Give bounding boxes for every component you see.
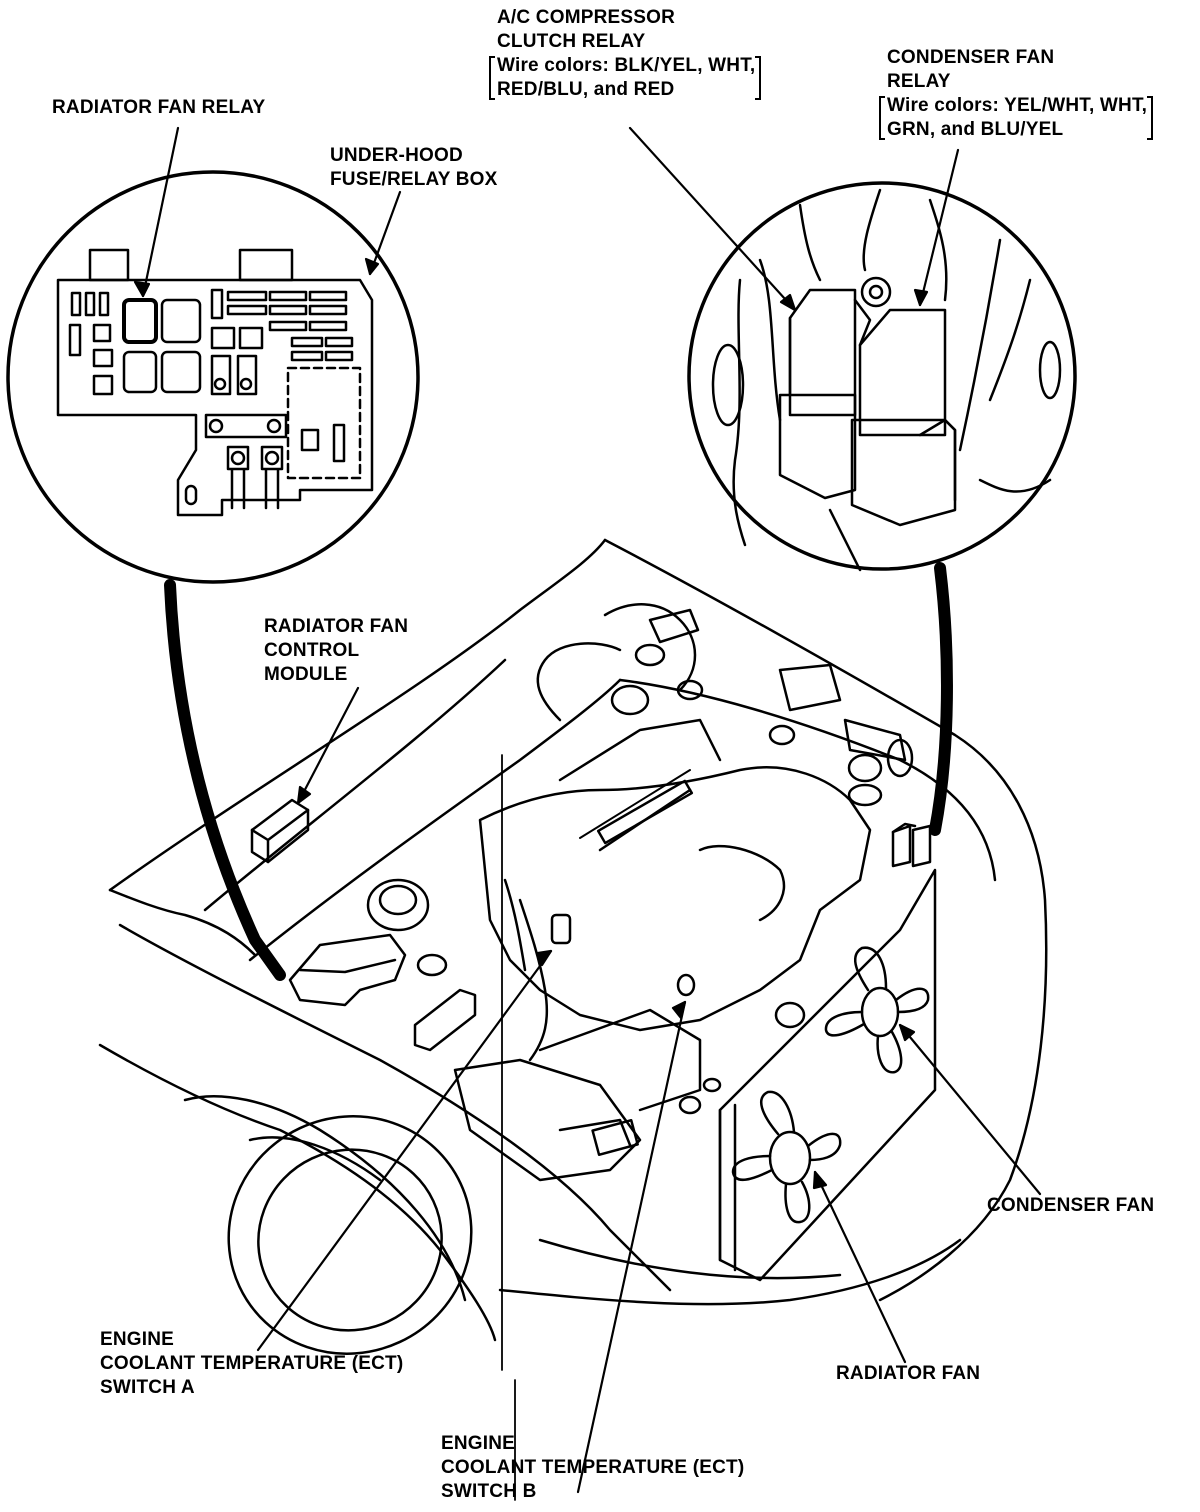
radiator-fan-text: RADIATOR FAN <box>836 1363 981 1384</box>
ac-relay-wire-colors-line-1: Wire colors: BLK/YEL, WHT, <box>497 55 756 76</box>
relay-detail <box>687 181 1077 572</box>
condenser-fan-label: CONDENSER FAN <box>987 1194 1154 1218</box>
radiator-fan-blades <box>731 1090 842 1224</box>
ect-a-line-1: ENGINE <box>100 1329 175 1350</box>
control-module-line-3: MODULE <box>264 664 348 685</box>
under-hood-box-line-1: UNDER-HOOD <box>330 145 463 166</box>
condenser-relay-title-line-1: CONDENSER FAN <box>887 47 1055 68</box>
condenser-relay-title-line-2: RELAY <box>887 71 951 92</box>
ac-relay-title-line-1: A/C COMPRESSOR <box>497 7 676 28</box>
condenser-relay-wire-colors: Wire colors: YEL/WHT, WHT, GRN, and BLU/… <box>879 94 1154 142</box>
under-hood-box-line-2: FUSE/RELAY BOX <box>330 169 498 190</box>
fuse-relay-box-detail <box>6 170 420 584</box>
radiator-fan-relay-text: RADIATOR FAN RELAY <box>52 97 266 118</box>
ect-a-line-3: SWITCH A <box>100 1377 195 1398</box>
radiator-fan-control-module-label: RADIATOR FAN CONTROL MODULE <box>264 615 408 687</box>
ect-b-line-3: SWITCH B <box>441 1481 537 1502</box>
radiator-fan-label: RADIATOR FAN <box>836 1362 980 1386</box>
ac-relay-title-line-2: CLUTCH RELAY <box>497 31 646 52</box>
condenser-relay-wire-colors-line-1: Wire colors: YEL/WHT, WHT, <box>887 95 1148 116</box>
condenser-fan-text: CONDENSER FAN <box>987 1195 1155 1216</box>
ect-a-line-2: COOLANT TEMPERATURE (ECT) <box>100 1353 404 1374</box>
ect-b-line-2: COOLANT TEMPERATURE (ECT) <box>441 1457 745 1478</box>
condenser-fan-relay-label: CONDENSER FAN RELAY Wire colors: YEL/WHT… <box>879 46 1154 142</box>
under-hood-box-label: UNDER-HOOD FUSE/RELAY BOX <box>330 144 498 192</box>
engine-components <box>250 603 932 1182</box>
ect-switch-b-label: ENGINE COOLANT TEMPERATURE (ECT) SWITCH … <box>441 1432 744 1504</box>
condenser-relay-wire-colors-line-2: GRN, and BLU/YEL <box>887 119 1064 140</box>
ac-relay-wire-colors-line-2: RED/BLU, and RED <box>497 79 675 100</box>
ect-switch-a-label: ENGINE COOLANT TEMPERATURE (ECT) SWITCH … <box>100 1328 403 1400</box>
condenser-fan-blades <box>824 946 930 1074</box>
ac-relay-wire-colors: Wire colors: BLK/YEL, WHT, RED/BLU, and … <box>489 54 762 102</box>
car-body <box>98 538 1048 1501</box>
ac-compressor-relay-label: A/C COMPRESSOR CLUTCH RELAY Wire colors:… <box>489 6 762 102</box>
radiator-assembly <box>718 868 937 1282</box>
radiator-fan-relay-label: RADIATOR FAN RELAY <box>52 96 265 120</box>
control-module-line-1: RADIATOR FAN <box>264 616 409 637</box>
control-module-line-2: CONTROL <box>264 640 360 661</box>
leader-lines <box>133 126 1042 1494</box>
ect-b-line-1: ENGINE <box>441 1433 516 1454</box>
